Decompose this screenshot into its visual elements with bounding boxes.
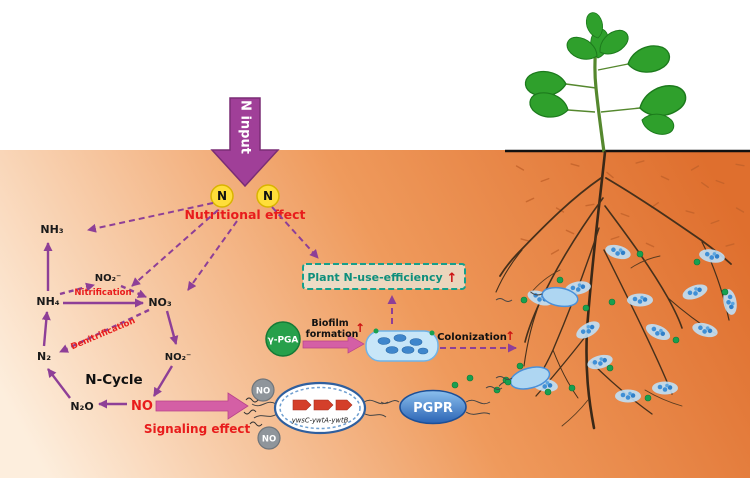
nutritional-effect-label: Nutritional effect: [184, 207, 305, 222]
gamma-pga-circle: [265, 321, 301, 357]
nitrogen-cycle: NH₃ NH₄ NO₂⁻ NO₃ N₂ NO₂⁻ N₂O NO N-Cycle …: [36, 223, 191, 414]
no-bubble-bottom-label: NO: [262, 435, 276, 445]
green-metabolite-dots: [451, 250, 729, 402]
biofilm-up-arrow-icon: ↑: [355, 321, 365, 335]
nh4-label: NH₄: [36, 295, 59, 308]
biofilm-pathway: γ-PGA Biofilm formation ↑ Colonization ↑: [265, 318, 515, 362]
soil-texture: [515, 160, 745, 255]
n-cycle-title: N-Cycle: [85, 372, 142, 388]
gene-operon-label: ywsC-ywtA-ywtB: [291, 417, 349, 425]
n-circle-right: [256, 184, 280, 208]
nh3-label: NH₃: [40, 223, 63, 236]
diffusion-squiggles: [243, 397, 263, 427]
nitrification-label: Nitrification: [74, 288, 131, 298]
outcome-box: Plant N-use-efficiency ↑: [302, 263, 466, 290]
leaf-icon: [635, 81, 690, 121]
root-system: [495, 150, 732, 430]
n-circle-left: [210, 184, 234, 208]
signaling-pathway: Signaling effect NO NO: [144, 378, 281, 450]
outcome-up-arrow-icon: ↑: [447, 271, 458, 286]
flagella-icon: [380, 298, 513, 415]
gene-arrows: [292, 399, 353, 411]
biofilm-blob: [365, 328, 439, 362]
pga-to-biofilm-arrow: [302, 334, 365, 354]
n-cycle-arrows: [41, 242, 179, 409]
biofilm-label-line2: formation: [306, 329, 359, 340]
n2o-label: N₂O: [70, 400, 93, 413]
no3-label: NO₃: [148, 296, 172, 309]
nutrient-flow-arrows: [87, 202, 517, 353]
bacterium-cell: ywsC-ywtA-ywtB: [251, 381, 389, 435]
n-input-arrow: N input: [210, 97, 280, 188]
n2-label: N₂: [37, 350, 51, 363]
leaf-icon: [625, 43, 672, 76]
soil-background: [0, 150, 750, 478]
n-circle-left-label: N: [217, 189, 227, 203]
outcome-box-label: Plant N-use-efficiency: [307, 271, 442, 284]
plant-shoot: [523, 10, 690, 153]
signaling-arrow: [155, 392, 249, 420]
n-input-label: N input: [238, 100, 253, 154]
signaling-effect-label: Signaling effect: [144, 422, 251, 436]
no2-upper-label: NO₂⁻: [95, 273, 122, 284]
biofilm-label-line1: Biofilm: [311, 318, 348, 329]
pgpr-cell: PGPR: [380, 298, 513, 425]
no-label: NO: [131, 399, 153, 414]
colonization-label: Colonization: [437, 332, 507, 343]
gamma-pga-label: γ-PGA: [268, 336, 299, 346]
no-bubble-top: [251, 378, 275, 402]
no-bubble-bottom: [257, 426, 281, 450]
colonization-up-arrow-icon: ↑: [505, 329, 515, 343]
pgpr-label: PGPR: [413, 401, 453, 416]
no2-lower-label: NO₂⁻: [165, 352, 192, 363]
migrating-bacteria: [498, 286, 579, 390]
n-circle-right-label: N: [263, 189, 273, 203]
no-bubble-top-label: NO: [256, 387, 270, 397]
